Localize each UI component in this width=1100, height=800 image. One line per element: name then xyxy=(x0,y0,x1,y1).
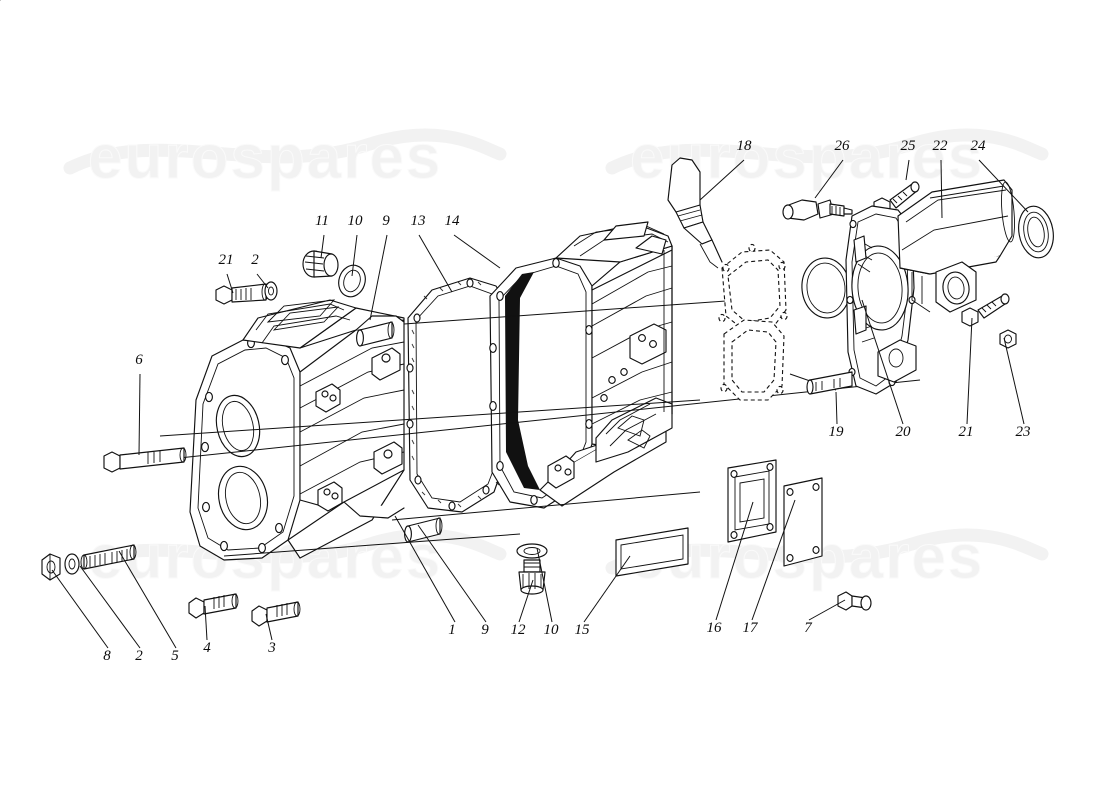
callout-number-16: 16 xyxy=(707,620,723,636)
callout-number-21b: 21 xyxy=(959,424,974,440)
part-drain-plug-assembly xyxy=(516,543,548,595)
part-output-shaft-oil-seal xyxy=(1018,205,1054,259)
callout-number-19: 19 xyxy=(829,424,845,440)
part-side-cover-gasket xyxy=(727,459,777,543)
part-hex-nut-left xyxy=(41,553,61,581)
part-hex-bolt-medium xyxy=(188,593,239,619)
callout-number-24: 24 xyxy=(971,138,987,154)
callout-leader-line-26 xyxy=(814,159,844,199)
callout-number-1: 1 xyxy=(448,622,456,638)
callout-leader-line-4 xyxy=(204,605,208,641)
callout-leader-line-24 xyxy=(978,159,1029,213)
watermark-text: eurospares xyxy=(630,123,984,192)
callout-number-13: 13 xyxy=(411,213,426,229)
callout-leader-line-16 xyxy=(715,501,754,621)
part-dowel-pin-rear xyxy=(806,371,853,395)
callout-number-10b: 10 xyxy=(544,622,560,638)
callout-number-7: 7 xyxy=(804,620,813,636)
watermark-swoosh xyxy=(63,128,507,175)
part-o-ring-seal-upper xyxy=(338,264,366,298)
callout-leader-line-19 xyxy=(835,391,838,425)
part-seal-ring-front xyxy=(801,257,851,319)
part-hex-bolt-long xyxy=(103,447,187,473)
callout-leader-line-8 xyxy=(51,569,109,649)
part-rear-cover-gasket xyxy=(718,243,788,401)
callout-leader-line-1 xyxy=(394,515,456,623)
callout-number-4: 4 xyxy=(203,640,211,656)
part-cover-screw xyxy=(837,591,872,611)
part-flat-washer-upper xyxy=(264,281,278,301)
part-gearbox-main-casing xyxy=(489,221,673,509)
callout-leader-line-9a xyxy=(369,234,388,321)
callout-leader-line-22 xyxy=(940,159,943,219)
part-dowel-bush-lower xyxy=(404,517,443,543)
callout-number-6: 6 xyxy=(135,352,143,368)
callout-leader-line-12 xyxy=(518,579,534,623)
callout-leader-line-6 xyxy=(138,373,141,456)
part-threaded-plug xyxy=(302,250,339,278)
part-sealant-tube xyxy=(667,157,723,269)
callout-number-22: 22 xyxy=(933,138,949,154)
part-dowel-bush-upper xyxy=(356,321,395,347)
callout-number-10a: 10 xyxy=(348,213,364,229)
callout-leader-line-14 xyxy=(453,234,501,269)
part-reverse-light-switch xyxy=(782,199,853,221)
callout-leader-line-10a xyxy=(351,234,358,277)
callout-leader-line-21a xyxy=(226,273,234,294)
callout-number-14: 14 xyxy=(445,213,461,229)
callout-number-9b: 9 xyxy=(481,622,489,638)
part-hex-bolt-short xyxy=(251,601,301,627)
callout-leader-line-9b xyxy=(417,524,487,623)
callout-number-25: 25 xyxy=(901,138,917,154)
callout-number-2b: 2 xyxy=(135,648,143,664)
part-bolt-flanged-left xyxy=(215,283,269,305)
callout-leader-line-11 xyxy=(320,234,325,259)
callout-number-21a: 21 xyxy=(219,252,234,268)
callout-number-26: 26 xyxy=(835,138,851,154)
callout-number-2a: 2 xyxy=(251,252,259,268)
part-stud-long xyxy=(80,544,137,570)
callout-leader-line-25 xyxy=(905,159,910,181)
callout-number-15: 15 xyxy=(575,622,591,638)
callout-number-9a: 9 xyxy=(382,213,390,229)
callout-leader-line-13 xyxy=(418,234,453,293)
watermark-swoosh xyxy=(605,128,1049,175)
part-cover-plate-plain xyxy=(615,527,689,577)
callout-number-11: 11 xyxy=(315,213,329,229)
callout-leader-line-3 xyxy=(265,613,273,641)
part-rear-extension-housing xyxy=(897,179,1015,313)
callout-leader-line-21b xyxy=(966,317,973,425)
callout-number-12: 12 xyxy=(511,622,527,638)
callout-leader-line-15 xyxy=(583,555,631,623)
callout-leader-line-2b xyxy=(79,565,141,649)
part-bolt-flanged-right xyxy=(961,293,1010,327)
callout-number-5: 5 xyxy=(171,648,179,664)
callout-leader-line-18 xyxy=(699,159,745,201)
watermark-swoosh xyxy=(63,528,507,575)
callout-leader-line-23 xyxy=(1003,337,1025,425)
part-rear-cover-bolt xyxy=(873,181,920,217)
callout-number-23: 23 xyxy=(1016,424,1031,440)
part-bell-housing xyxy=(189,299,405,561)
watermark-text: eurospares xyxy=(88,123,442,192)
callout-leader-line-7 xyxy=(808,599,846,621)
callout-leader-line-20 xyxy=(861,299,904,425)
callout-leader-line-10b xyxy=(536,547,553,623)
callout-number-18: 18 xyxy=(737,138,753,154)
callout-number-17: 17 xyxy=(743,620,760,636)
callout-number-20: 20 xyxy=(896,424,912,440)
callout-leader-line-17 xyxy=(751,499,796,621)
callout-number-8: 8 xyxy=(103,648,111,664)
callout-leader-line-5 xyxy=(118,550,177,649)
callout-leader-line-2a xyxy=(256,273,269,289)
part-flat-washer-lower xyxy=(64,553,80,575)
part-side-cover-plate xyxy=(783,477,823,567)
callout-number-3: 3 xyxy=(267,640,276,656)
part-rear-bearing-retainer xyxy=(845,205,917,395)
alignment-lines xyxy=(159,299,921,557)
